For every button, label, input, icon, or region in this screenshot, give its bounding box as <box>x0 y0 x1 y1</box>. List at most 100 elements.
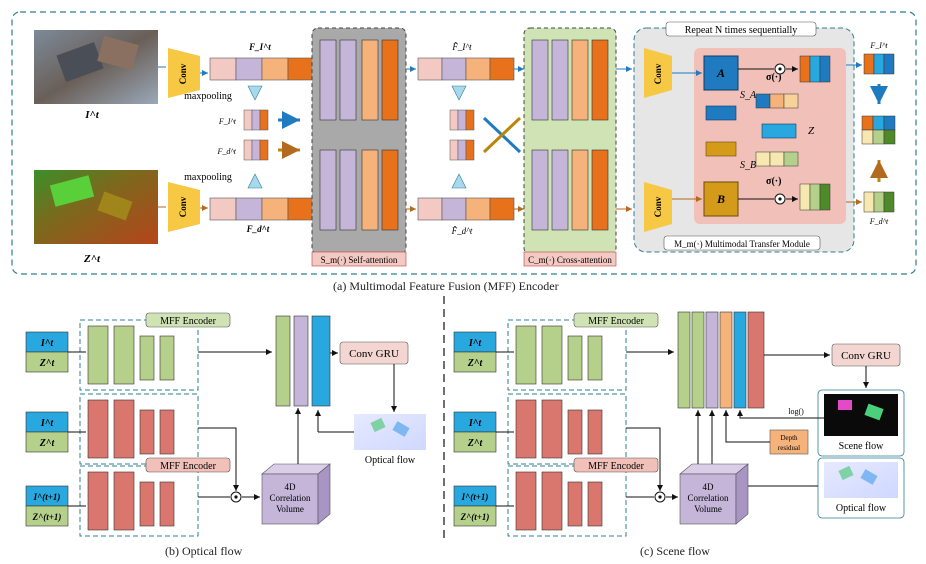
cross-arrow-gold <box>482 116 522 154</box>
feature-strip-top <box>209 57 315 81</box>
encoder-b-red2 <box>87 471 175 531</box>
conv-transfer-top: Conv <box>644 48 672 98</box>
encoder-b-red1 <box>87 399 175 459</box>
hat-strip-top <box>417 57 515 81</box>
svg-text:Z^t: Z^t <box>467 358 484 369</box>
feature-stack-b <box>275 315 331 407</box>
svg-text:Correlation: Correlation <box>270 493 311 503</box>
hat-strip-bottom <box>417 197 515 221</box>
corr-volume-b <box>261 473 319 525</box>
corr-volume-c <box>679 473 737 525</box>
svg-text:σ(·): σ(·) <box>766 176 781 187</box>
conv-top: Conv <box>168 48 200 98</box>
svg-text:Conv: Conv <box>178 63 188 84</box>
svg-text:Z^t: Z^t <box>39 438 56 449</box>
conv-gru-c: Conv GRU <box>841 350 891 362</box>
svg-text:Conv: Conv <box>653 196 663 217</box>
label-pool-bottom: F_d^t <box>217 147 237 156</box>
input-b2 <box>25 411 69 453</box>
encoder-c-red1 <box>515 399 603 459</box>
svg-text:residual: residual <box>778 444 800 452</box>
rgb-image <box>34 30 158 104</box>
svg-text:Z: Z <box>808 125 815 137</box>
svg-text:A: A <box>716 66 725 80</box>
pool-triangle-top <box>247 85 263 101</box>
svg-text:F_d^t: F_d^t <box>869 217 889 226</box>
mff-encoder-c-bottom: MFF Encoder <box>588 461 645 472</box>
svg-text:Depth: Depth <box>780 434 798 442</box>
label-maxpool-bottom: maxpooling <box>184 172 232 183</box>
caption-a: (a) Multimodal Feature Fusion (MFF) Enco… <box>333 279 559 293</box>
svg-text:4D: 4D <box>703 482 715 492</box>
block-A-out <box>799 55 831 83</box>
svg-text:Z^t: Z^t <box>467 438 484 449</box>
svg-text:S_B: S_B <box>740 160 756 171</box>
svg-text:F_I^t: F_I^t <box>869 41 888 50</box>
scene-flow-image <box>824 394 898 436</box>
label-pool-top: F_I^t <box>218 117 237 126</box>
block-B-out <box>799 183 831 211</box>
svg-text:4D: 4D <box>285 482 297 492</box>
svg-text:Volume: Volume <box>276 504 304 514</box>
input-b3 <box>25 485 69 527</box>
label-self-attention: S_m(·) Self-attention <box>321 255 398 265</box>
pooled-top <box>243 109 269 131</box>
out-bottom <box>863 191 895 213</box>
self-attention-blocks-top <box>319 39 399 121</box>
encoder-c-red2 <box>515 471 603 531</box>
svg-text:Volume: Volume <box>694 504 722 514</box>
depth-image <box>34 170 158 244</box>
mff-encoder-b-top: MFF Encoder <box>160 316 217 327</box>
optical-flow-c-image <box>824 462 898 498</box>
block-A <box>703 55 739 91</box>
caption-b: (b) Optical flow <box>165 544 243 558</box>
svg-text:Correlation: Correlation <box>688 493 729 503</box>
label-feat-bottom: F_d^t <box>246 224 270 234</box>
self-attention-blocks-bottom <box>319 149 399 231</box>
svg-text:I^t: I^t <box>468 338 483 349</box>
input-c1 <box>453 331 497 373</box>
svg-text:I^(t+1): I^(t+1) <box>461 492 489 502</box>
pooled-bottom <box>243 139 269 161</box>
depth-residual-box <box>769 429 809 455</box>
svg-text:I^t: I^t <box>40 418 55 429</box>
label-rgb: I^t <box>84 109 100 121</box>
feature-strip-bottom <box>209 197 315 221</box>
label-hat-top: F̂_I^t <box>451 42 472 52</box>
caption-c: (c) Scene flow <box>640 544 710 558</box>
svg-text:Conv: Conv <box>653 63 663 84</box>
pool-triangle-bottom <box>247 173 263 189</box>
panel-a-frame <box>11 11 917 275</box>
label-maxpool-top: maxpooling <box>184 91 232 102</box>
label-repeat: Repeat N times sequentially <box>685 25 797 36</box>
svg-text:Conv: Conv <box>178 196 188 217</box>
input-c2 <box>453 411 497 453</box>
label-hat-bottom: F̂_d^t <box>451 226 473 236</box>
svg-text:I^t: I^t <box>40 338 55 349</box>
label-transfer: M_m(·) Multimodal Transfer Module <box>674 239 810 249</box>
mff-encoder-b-bottom: MFF Encoder <box>160 461 217 472</box>
scene-flow-label: Scene flow <box>839 441 884 452</box>
svg-text:B: B <box>716 192 725 206</box>
mff-encoder-c-top: MFF Encoder <box>588 316 645 327</box>
encoder-b-green <box>87 325 175 385</box>
optical-flow-c-label: Optical flow <box>836 503 887 514</box>
svg-text:S_A: S_A <box>740 90 757 101</box>
feature-stack-c <box>677 311 765 409</box>
encoder-c-green <box>515 325 603 385</box>
optical-flow-b-label: Optical flow <box>365 455 416 466</box>
conv-gru-b: Conv GRU <box>349 348 399 360</box>
svg-text:σ(·): σ(·) <box>766 72 781 83</box>
input-c3 <box>453 485 497 527</box>
svg-text:I^(t+1): I^(t+1) <box>33 492 61 502</box>
label-depth: Z^t <box>83 253 101 265</box>
svg-text:Z^(t+1): Z^(t+1) <box>460 512 490 522</box>
log-label: log() <box>788 407 804 416</box>
svg-text:Z^(t+1): Z^(t+1) <box>32 512 62 522</box>
optical-flow-b-image <box>354 414 426 450</box>
svg-text:I^t: I^t <box>468 418 483 429</box>
label-feat-top: F_I^t <box>248 42 271 52</box>
block-B <box>703 181 739 217</box>
conv-transfer-bottom: Conv <box>644 182 672 232</box>
